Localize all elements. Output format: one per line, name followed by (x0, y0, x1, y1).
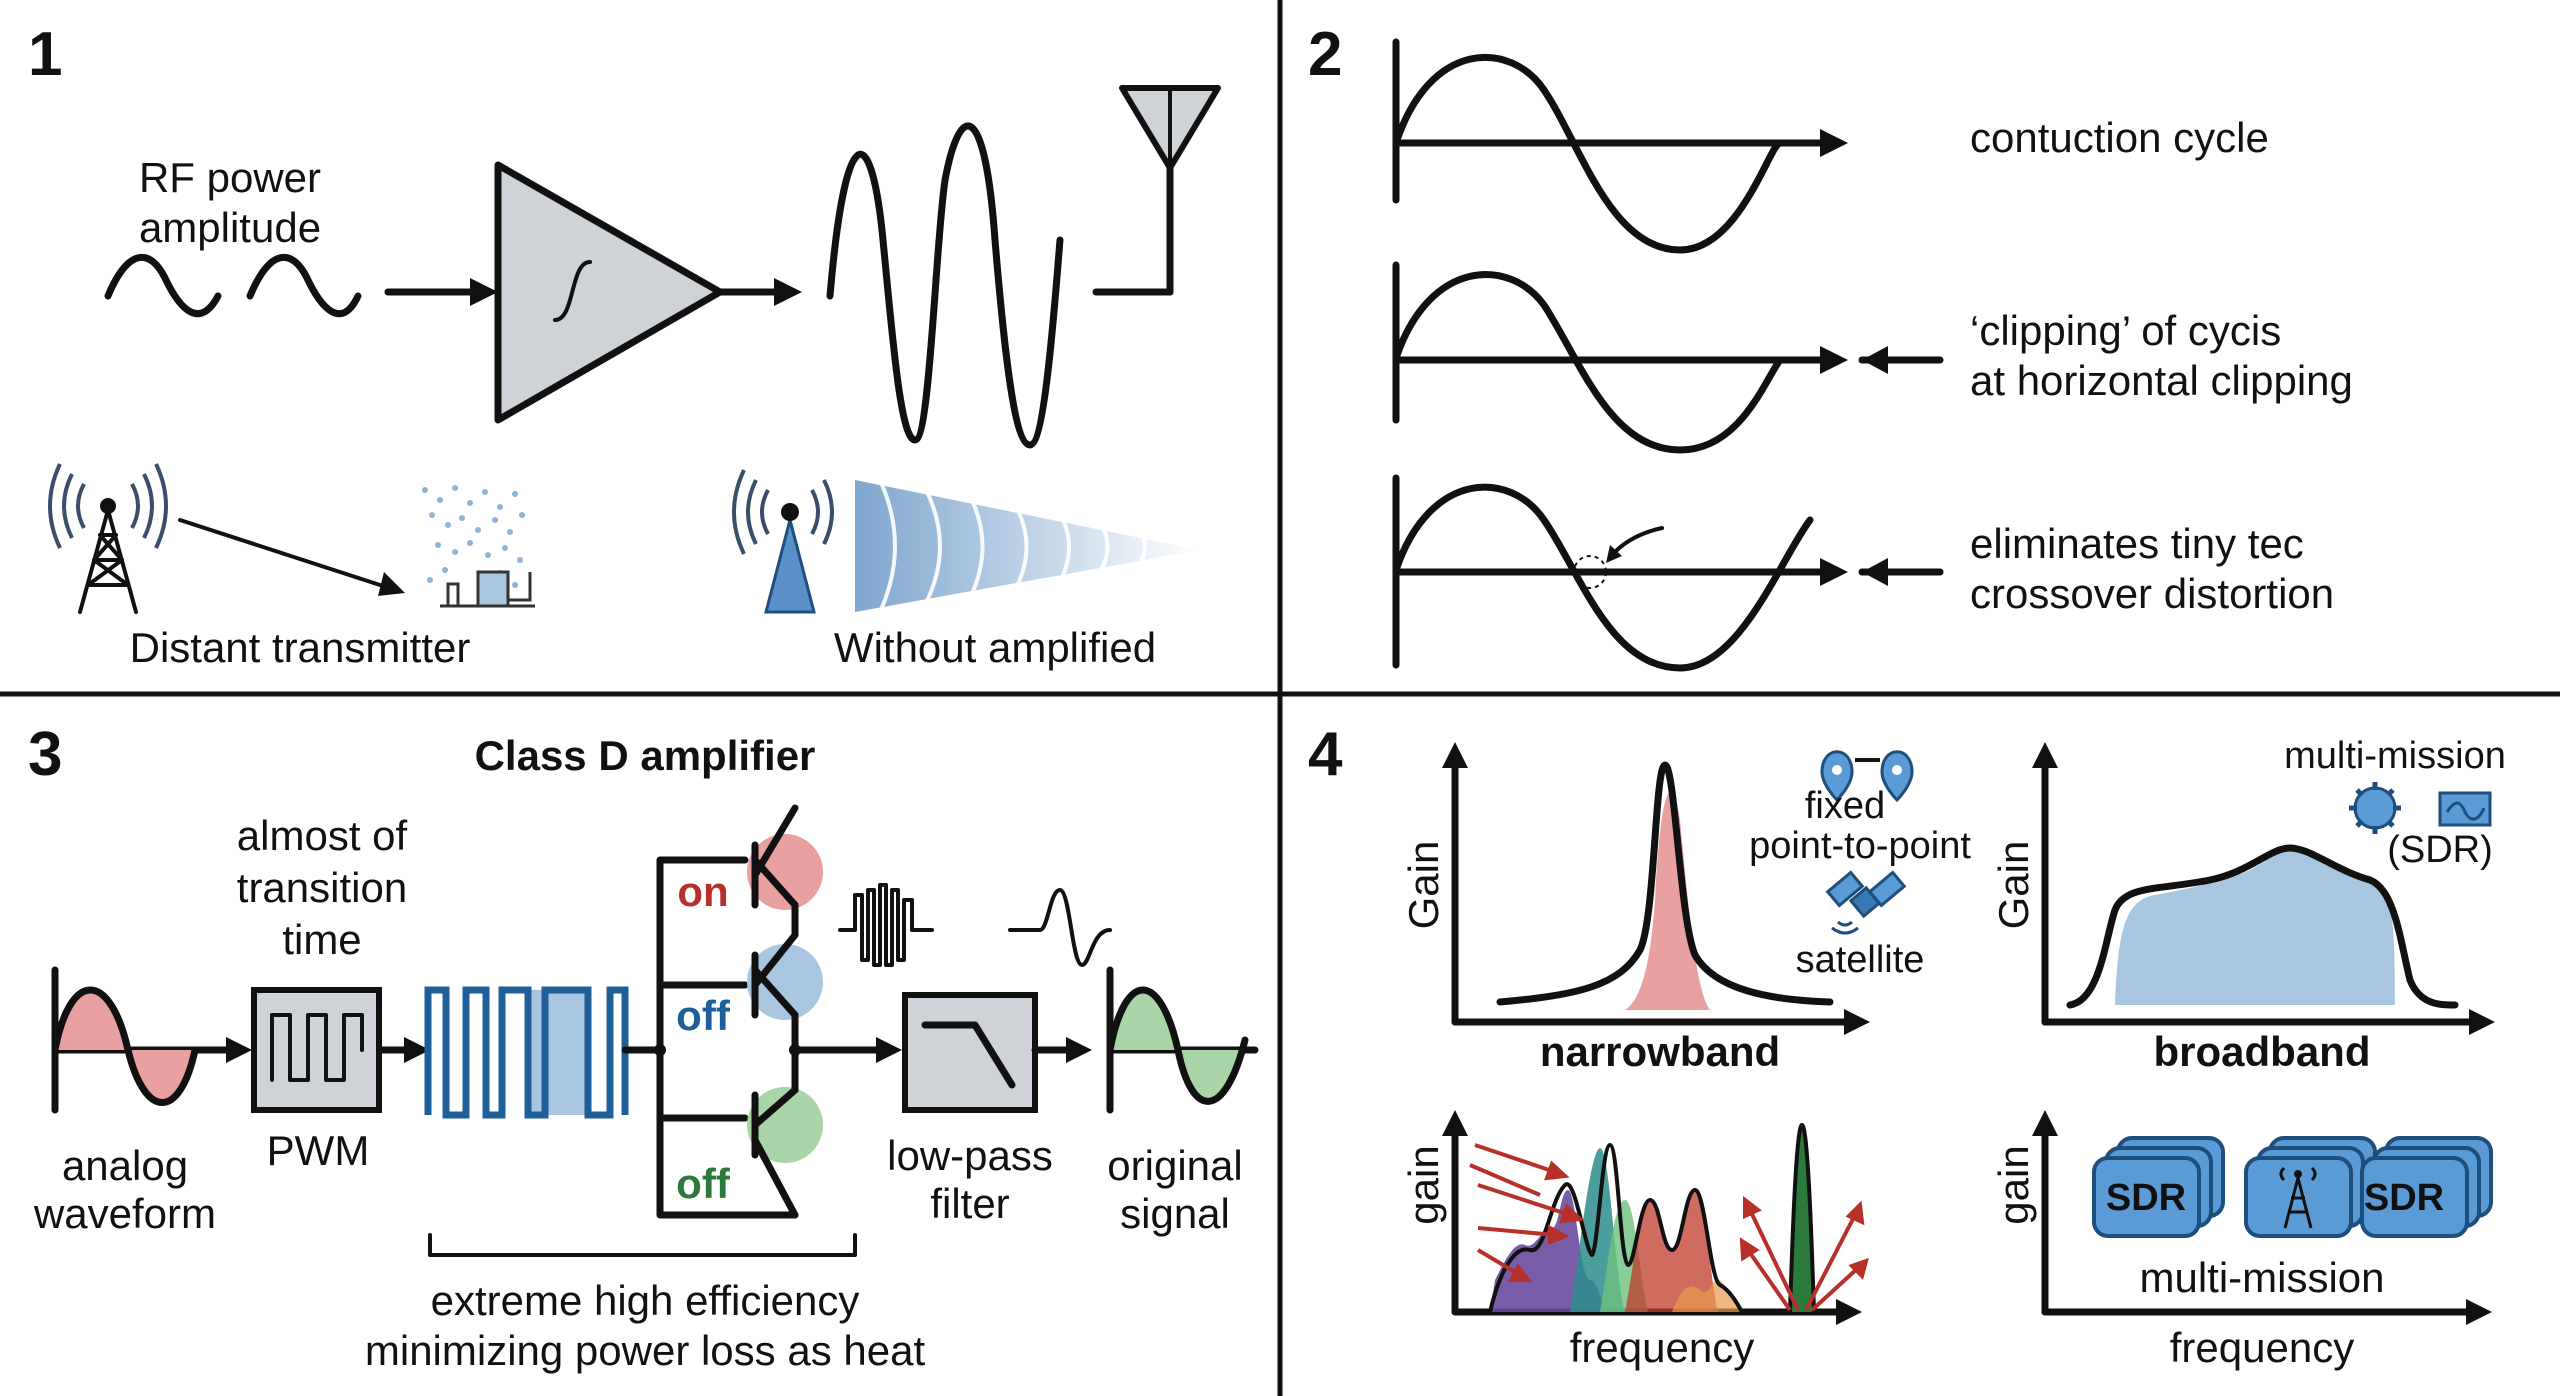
sdr-module-icon: SDR (2360, 1136, 2493, 1238)
caption-3-line1: eliminates tiny tec (1970, 520, 2304, 567)
gain-axis-narrowband: Gain (1400, 841, 1447, 930)
sdr-tag-1: SDR (2106, 1177, 2186, 1219)
panel-3: 3 Class D amplifier analog waveform almo… (28, 720, 1259, 1374)
narrowband-label: narrowband (1540, 1028, 1780, 1075)
transistor-icon (747, 804, 823, 1219)
transition-line1: almost of (237, 812, 408, 859)
sine-wave-row3 (1392, 483, 1814, 672)
narrowband-plot (1442, 742, 1870, 1035)
satellite-label: satellite (1796, 939, 1925, 981)
pwm-block-icon (251, 987, 382, 1113)
original-line2: signal (1120, 1190, 1230, 1237)
sdr-module-icon (2244, 1136, 2377, 1238)
pwm-signal (424, 986, 629, 1119)
waveform-display-icon (2438, 791, 2492, 827)
signal-cone-icon (732, 469, 1200, 614)
rf-label-line2: amplitude (139, 204, 321, 251)
multi-mission-top: multi-mission (2284, 735, 2506, 777)
sine-wave-icon (104, 253, 362, 318)
output-waveform (826, 122, 1064, 449)
panel-4: 4 Gain narrowband fixed point-to-point (1308, 720, 2506, 1371)
map-pin-icon (1820, 750, 1914, 803)
sdr-tag-2: SDR (2364, 1177, 2444, 1219)
distant-label: Distant transmitter (130, 624, 471, 671)
panel-number-1: 1 (28, 20, 62, 89)
frequency-label-left: frequency (1570, 1324, 1754, 1371)
low-pass-filter-icon (902, 992, 1038, 1113)
panel-2: 2 contuction cycle ‘clipping’ of cycis a… (1308, 20, 2353, 672)
caption-2-line2: at horizontal clipping (1970, 357, 2353, 404)
gain-axis-sdr: gain (1990, 1145, 2037, 1224)
analog-line2: waveform (33, 1190, 216, 1237)
filtered-pulse (1008, 888, 1112, 967)
original-signal (1106, 966, 1259, 1114)
sdr-paren: (SDR) (2387, 829, 2493, 871)
efficiency-bracket (428, 1233, 857, 1257)
caption-1: contuction cycle (1970, 114, 2269, 161)
panel-number-3: 3 (28, 720, 62, 789)
antenna-icon (1092, 85, 1221, 296)
sine-wave-row2 (1392, 271, 1784, 454)
efficiency-line2: minimizing power loss as heat (365, 1327, 926, 1374)
state-off-2: off (676, 1160, 731, 1207)
satellite-icon (1825, 870, 1907, 935)
broadband-plot (2032, 742, 2495, 1035)
caption-2-line1: ‘clipping’ of cycis (1970, 307, 2281, 354)
frequency-label-right: frequency (2170, 1324, 2354, 1371)
caption-3-line2: crossover distortion (1970, 570, 2334, 617)
transition-line3: time (282, 916, 361, 963)
efficiency-line1: extreme high efficiency (431, 1277, 860, 1324)
panel-number-2: 2 (1308, 20, 1342, 89)
amplifier-triangle-icon (494, 161, 724, 424)
fixed-line2: point-to-point (1749, 825, 1971, 867)
analog-waveform (51, 966, 252, 1114)
original-line1: original (1107, 1142, 1242, 1189)
panel-1: 1 RF power amplitude (28, 20, 1221, 671)
lowpass-line2: filter (930, 1180, 1009, 1227)
fixed-line1: fixed (1805, 785, 1885, 827)
lowpass-line1: low-pass (887, 1132, 1053, 1179)
state-off-1: off (676, 992, 731, 1039)
gear-icon (2349, 782, 2401, 834)
receiver-icon (422, 485, 535, 608)
radio-tower-icon (48, 463, 168, 614)
rf-label-line1: RF power (139, 154, 321, 201)
pwm-label: PWM (267, 1127, 370, 1174)
gain-axis-broadband: Gain (1990, 841, 2037, 930)
sdr-module-icon: SDR (2092, 1136, 2225, 1238)
multi-mission-bottom: multi-mission (2139, 1254, 2384, 1301)
sine-wave-row1 (1392, 54, 1784, 254)
hf-pwm-wave (838, 883, 934, 967)
without-label: Without amplified (834, 624, 1156, 671)
analog-line1: analog (62, 1142, 188, 1189)
state-on: on (677, 868, 728, 915)
gain-axis-spectrum: gain (1400, 1145, 1447, 1224)
spectrum-plot (1442, 1110, 1869, 1325)
class-d-title: Class D amplifier (475, 732, 816, 779)
panel-number-4: 4 (1308, 720, 1343, 789)
sdr-plot (2032, 1110, 2492, 1325)
transition-line2: transition (237, 864, 407, 911)
broadband-label: broadband (2154, 1028, 2371, 1075)
